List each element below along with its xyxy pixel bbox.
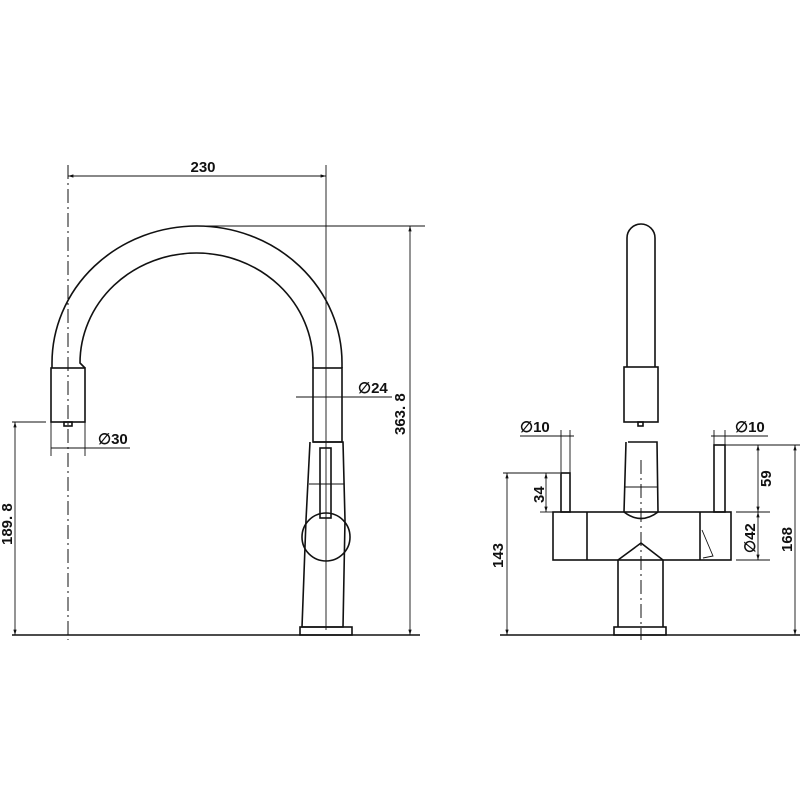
spout-outer-arc [51,225,343,368]
faucet-base [613,626,667,636]
right-lever-diameter: ∅10 [735,419,765,436]
left-lever-diameter: ∅10 [520,419,550,436]
left-lever [560,472,571,513]
body-diameter: ∅42 [742,523,759,553]
overall-height-dimension: 168 [779,527,796,552]
spout-collar [623,366,659,423]
faucet-stem [617,541,664,627]
left-lever-height: 34 [531,486,548,503]
lever-handle [319,447,332,519]
pipe-diameter: ∅24 [358,380,388,397]
total-height-dimension: 363. 8 [392,393,409,435]
right-lever-height: 59 [758,470,775,487]
spout-inner-arc [79,252,314,369]
front-view: 143 34 ∅10 ∅10 59 ∅42 168 [490,223,800,640]
side-view: 230 363. 8 189. 8 ∅30 ∅24 [0,159,425,640]
spout-tube [626,223,656,367]
faucet-body [301,441,346,628]
spout-height-dimension: 189. 8 [0,503,16,545]
spout-neck [623,441,659,520]
lever-knob [301,512,351,562]
width-dimension: 230 [190,159,215,176]
right-lever [713,444,726,513]
spout-nozzle [63,421,73,427]
body-height-dimension: 143 [490,543,507,568]
pipe-segment [312,367,343,443]
faucet-body [552,511,732,561]
spout-diameter: ∅30 [98,431,128,448]
collar-notch [637,421,644,427]
body-notch [701,529,714,559]
